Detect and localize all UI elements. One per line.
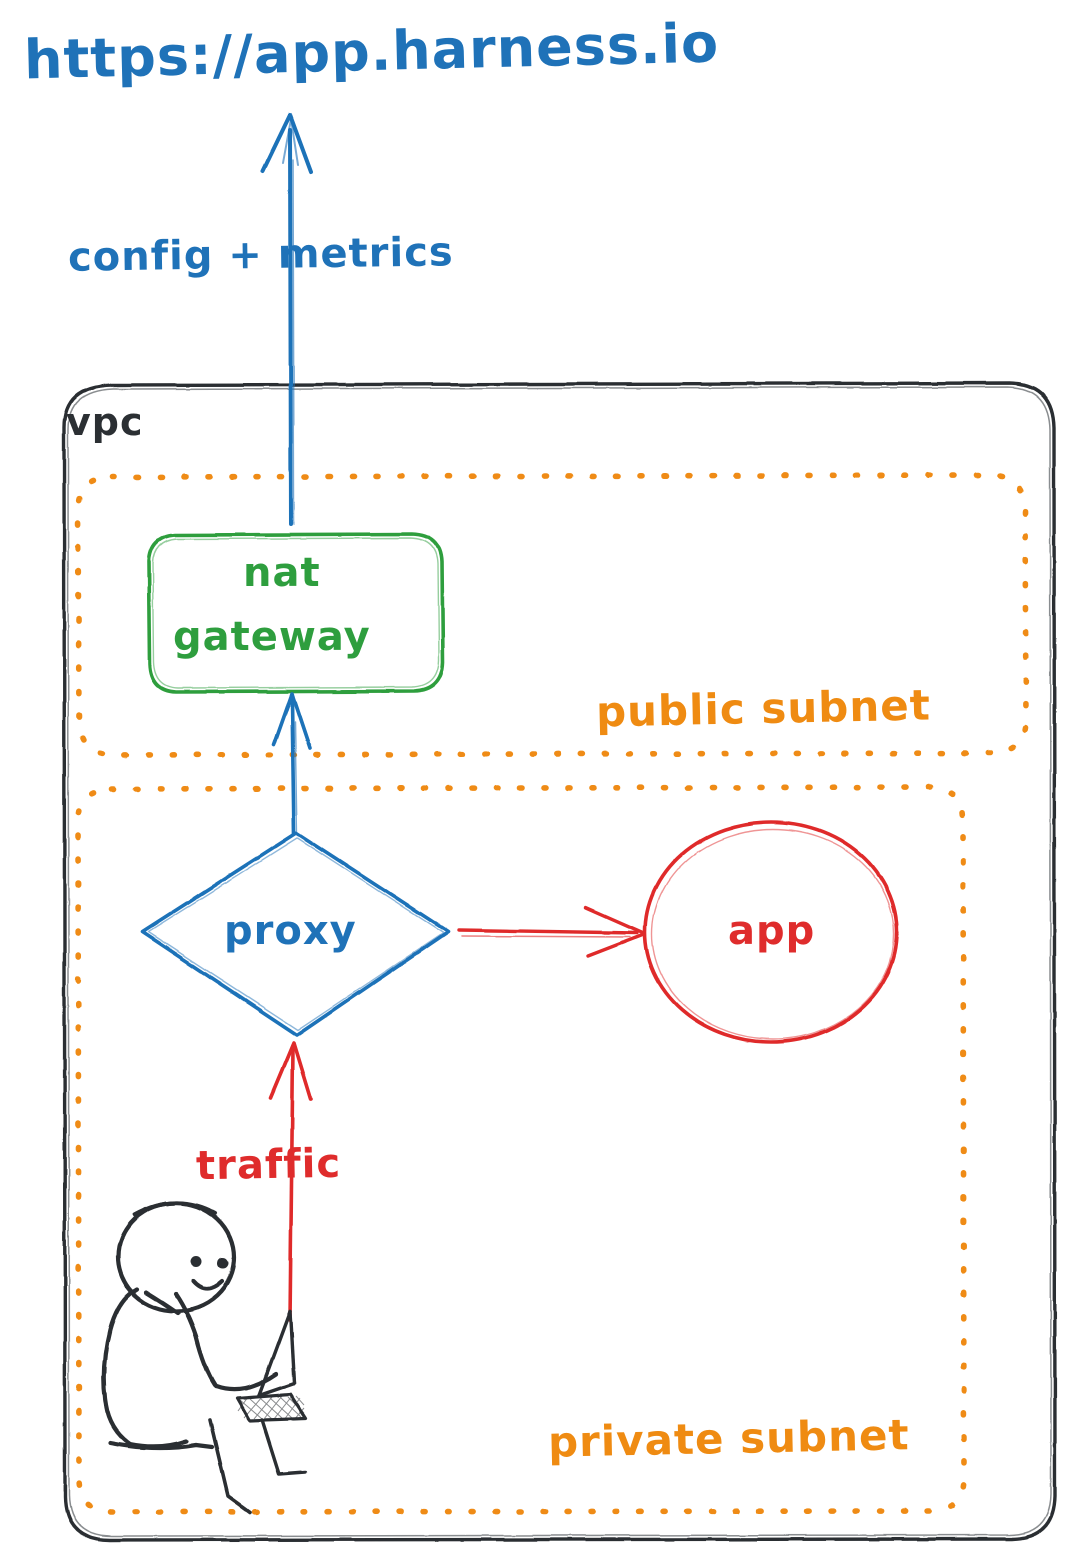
edge-label-traffic: traffic: [195, 1140, 342, 1190]
public-subnet-container: [75, 472, 1029, 758]
laptop-keyboard-hatch: [237, 1395, 305, 1421]
edge-proxy-to-nat: [272, 692, 312, 838]
edge-proxy-to-app: [457, 906, 647, 958]
node-nat-gateway[interactable]: [147, 532, 445, 694]
edge-nat-to-internet: [261, 113, 313, 526]
edge-user-to-proxy: [269, 1041, 313, 1322]
private-subnet-label: private subnet: [547, 1410, 910, 1467]
node-app[interactable]: [643, 820, 899, 1044]
edge-label-config-metrics: config + metrics: [67, 229, 454, 281]
nat-gateway-label-line1: nat: [243, 550, 321, 596]
vpc-container: [62, 381, 1057, 1542]
public-subnet-label: public subnet: [595, 680, 932, 737]
user-stick-figure-icon: [101, 1200, 308, 1514]
node-proxy[interactable]: [140, 831, 450, 1037]
private-subnet-container: [75, 784, 967, 1515]
nat-gateway-label-line2: gateway: [173, 614, 371, 660]
app-label: app: [728, 908, 816, 954]
proxy-label: proxy: [224, 908, 357, 954]
vpc-label: vpc: [66, 400, 144, 444]
